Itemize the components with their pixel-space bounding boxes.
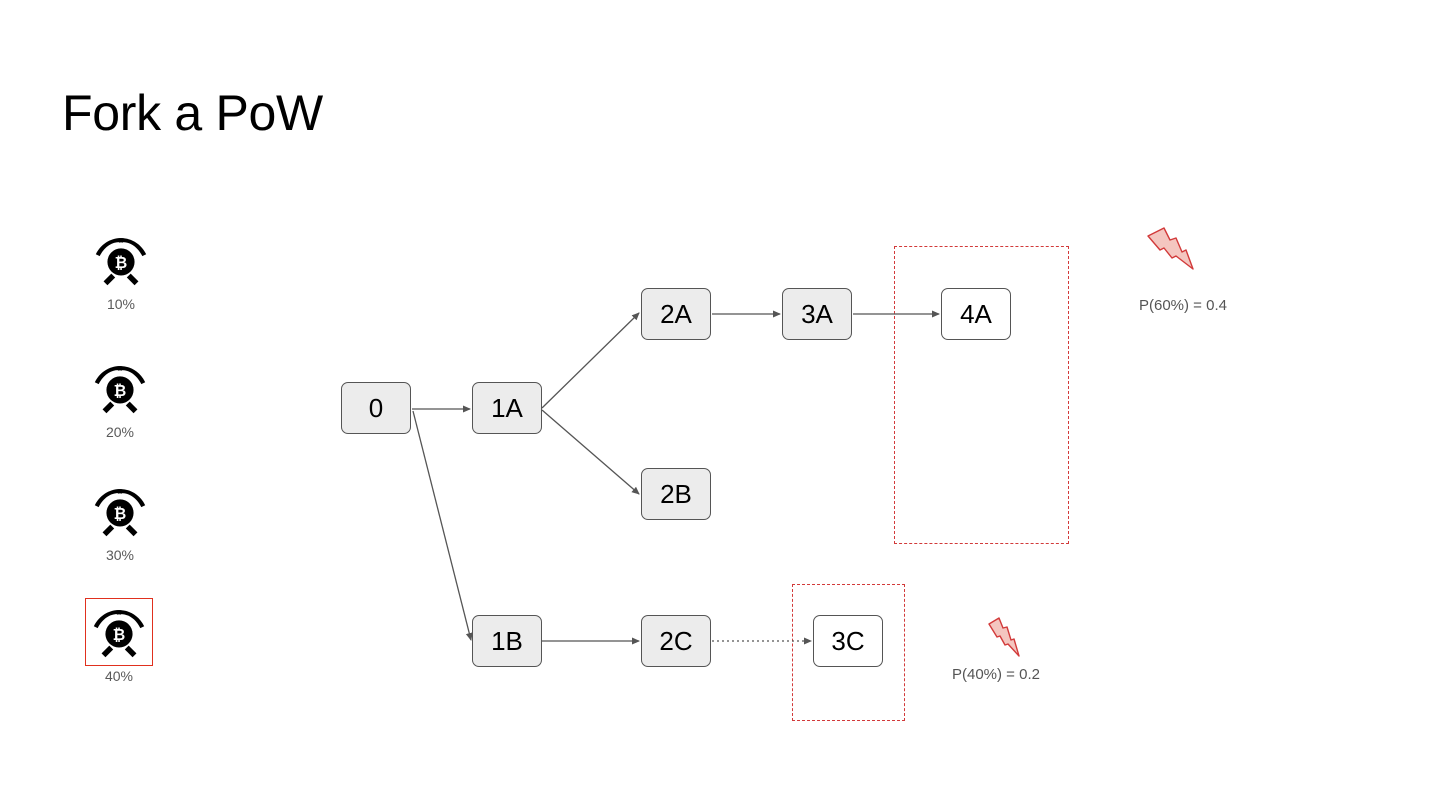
probability-chain-c: P(40%) = 0.2 xyxy=(952,666,1040,683)
block-1a: 1A xyxy=(472,382,542,434)
miner-share: 10% xyxy=(106,296,136,312)
block-4a: 4A xyxy=(941,288,1011,340)
miner-20: ₿ 20% xyxy=(85,354,155,440)
edge-1a-2a xyxy=(541,312,640,409)
block-2c: 2C xyxy=(641,615,711,667)
svg-text:₿: ₿ xyxy=(113,626,126,644)
miner-icon-wrap-selected: ₿ xyxy=(85,598,153,666)
probability-chain-a: P(60%) = 0.4 xyxy=(1139,297,1227,314)
lightning-bolt-icon xyxy=(1147,227,1194,270)
chain-c-highlight xyxy=(792,584,905,721)
block-3c: 3C xyxy=(813,615,883,667)
miner-icon-wrap: ₿ xyxy=(87,226,155,294)
miner-icon-wrap: ₿ xyxy=(86,354,154,422)
miner-icon-wrap: ₿ xyxy=(86,477,154,545)
miner-share: 40% xyxy=(104,668,134,684)
miner-share: 20% xyxy=(105,424,135,440)
svg-text:₿: ₿ xyxy=(114,382,127,400)
block-0: 0 xyxy=(341,382,411,434)
svg-text:₿: ₿ xyxy=(115,254,128,272)
bitcoin-pickaxe-icon: ₿ xyxy=(94,489,146,537)
edge-1a-2b xyxy=(541,409,640,495)
lightning-bolt-icon xyxy=(988,617,1020,657)
bitcoin-pickaxe-icon: ₿ xyxy=(95,238,147,286)
block-3a: 3A xyxy=(782,288,852,340)
miner-10: ₿ 10% xyxy=(86,226,156,312)
chain-a-highlight xyxy=(894,246,1069,544)
miner-40: ₿ 40% xyxy=(84,598,154,684)
block-2a: 2A xyxy=(641,288,711,340)
miner-share: 30% xyxy=(105,547,135,563)
edge-0-1b xyxy=(412,410,473,641)
slide-title: Fork a PoW xyxy=(62,85,323,141)
svg-text:₿: ₿ xyxy=(114,505,127,523)
block-2b: 2B xyxy=(641,468,711,520)
block-1b: 1B xyxy=(472,615,542,667)
miner-30: ₿ 30% xyxy=(85,477,155,563)
bitcoin-pickaxe-icon: ₿ xyxy=(93,610,145,658)
bitcoin-pickaxe-icon: ₿ xyxy=(94,366,146,414)
